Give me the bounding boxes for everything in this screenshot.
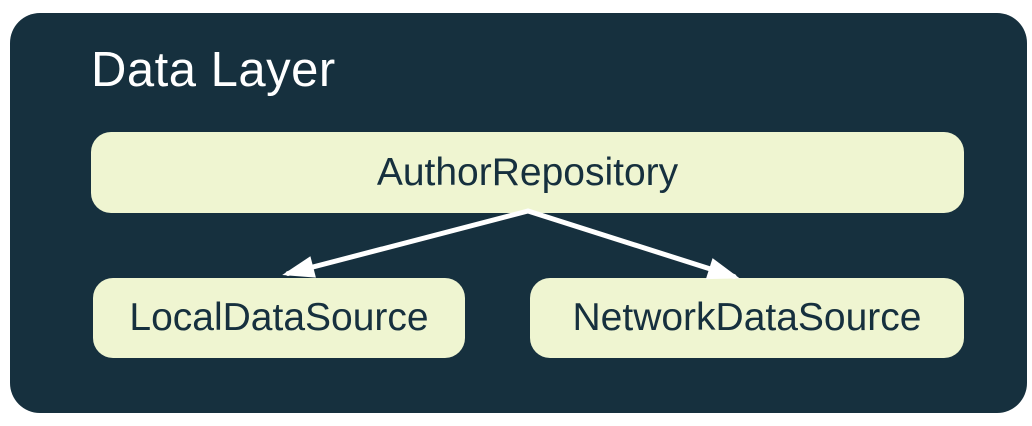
node-author-repository: AuthorRepository: [91, 132, 964, 213]
node-network-data-source-label: NetworkDataSource: [572, 296, 922, 339]
node-local-data-source-label: LocalDataSource: [129, 296, 429, 339]
node-network-data-source: NetworkDataSource: [530, 278, 964, 358]
data-layer-container: Data Layer AuthorRepository LocalDataSou…: [10, 13, 1027, 413]
node-local-data-source: LocalDataSource: [93, 278, 465, 358]
node-author-repository-label: AuthorRepository: [376, 150, 679, 194]
diagram-title: Data Layer: [91, 43, 336, 97]
